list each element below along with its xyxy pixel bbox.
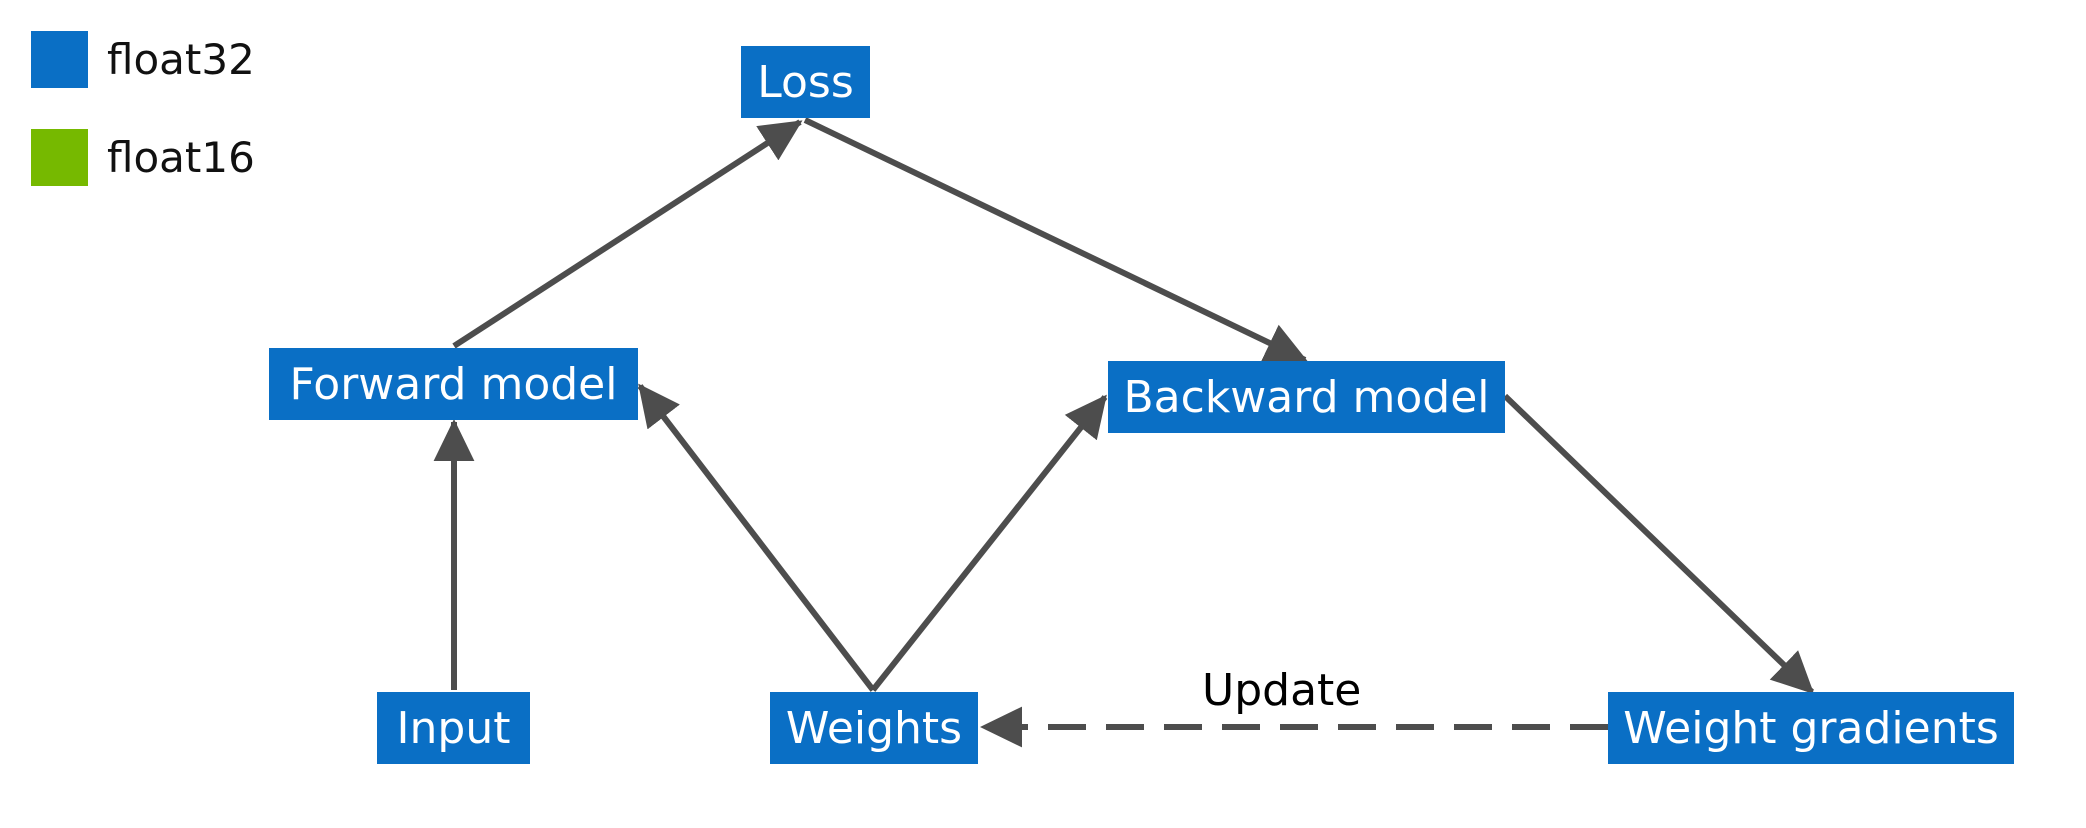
node-weight-gradients-label: Weight gradients	[1623, 703, 1999, 754]
node-input: Input	[377, 692, 530, 764]
edge-weights-to-forward	[637, 383, 876, 692]
node-backward-model-label: Backward model	[1123, 372, 1489, 423]
legend: float32 float16	[31, 31, 255, 186]
edge-label-update: Update	[1202, 665, 1361, 716]
node-input-label: Input	[397, 703, 511, 754]
edges	[433, 117, 1815, 748]
legend-label-float32: float32	[107, 35, 255, 84]
legend-swatch-float16	[31, 129, 88, 186]
edge-loss-to-backward	[803, 117, 1308, 363]
edge-forward-to-loss	[452, 119, 803, 349]
node-forward-model: Forward model	[269, 348, 638, 420]
node-weight-gradients: Weight gradients	[1608, 692, 2014, 764]
node-loss: Loss	[741, 46, 870, 118]
node-forward-model-label: Forward model	[290, 359, 618, 410]
node-weights-label: Weights	[786, 703, 962, 754]
node-loss-label: Loss	[757, 57, 854, 108]
edge-weights-to-backward	[870, 394, 1108, 692]
node-backward-model: Backward model	[1108, 361, 1505, 433]
node-weights: Weights	[770, 692, 978, 764]
legend-swatch-float32	[31, 31, 88, 88]
edge-backward-to-gradients	[1502, 393, 1815, 695]
legend-label-float16: float16	[107, 133, 255, 182]
